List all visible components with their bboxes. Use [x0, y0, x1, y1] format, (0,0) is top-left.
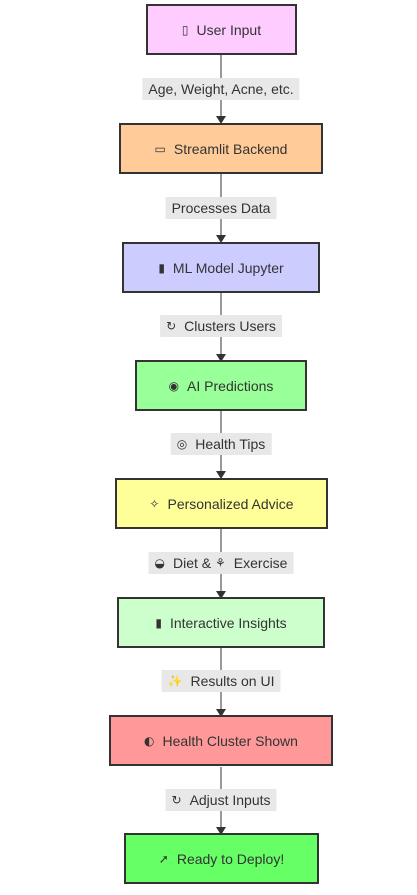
rocket-icon: ➚ — [158, 851, 169, 866]
edge-label-text: Diet & — [173, 555, 216, 571]
edge-label-7: ↻ Adjust Inputs — [165, 789, 277, 811]
edge-label-text: Health Tips — [195, 436, 266, 452]
edge-label-3: ↻ Clusters Users — [160, 315, 282, 337]
bar-chart-icon: ▮ — [155, 615, 162, 630]
edge-label-text: Results on UI — [190, 673, 275, 689]
node-ai-predictions: ◉ AI Predictions — [135, 360, 307, 411]
edge-label-text: Age, Weight, Acne, etc. — [148, 81, 294, 97]
edge-label-4: ◎ Health Tips — [170, 433, 272, 455]
edge-label-text: Clusters Users — [184, 318, 276, 334]
bar-chart-icon: ▮ — [158, 260, 165, 275]
node-personalized-advice: ✧ Personalized Advice — [115, 478, 328, 529]
node-label: Health Cluster Shown — [162, 732, 298, 749]
mobile-phone-icon: ▯ — [181, 22, 189, 37]
edge-label-1: Age, Weight, Acne, etc. — [142, 78, 300, 100]
node-health-cluster: ◐ Health Cluster Shown — [109, 715, 333, 766]
node-label: Personalized Advice — [167, 495, 294, 512]
node-streamlit-backend: ▭ Streamlit Backend — [119, 123, 323, 174]
node-interactive-insights: ▮ Interactive Insights — [117, 597, 325, 648]
node-ready-to-deploy: ➚ Ready to Deploy! — [124, 833, 319, 884]
edge-label-6: ✨ Results on UI — [161, 670, 281, 692]
edge-label-text: Adjust Inputs — [189, 792, 271, 808]
counterclockwise-arrows-icon: ↻ — [171, 793, 182, 807]
robot-icon: ◉ — [168, 378, 180, 393]
node-label: Ready to Deploy! — [176, 850, 285, 867]
lightbulb-icon: ✧ — [149, 496, 160, 511]
node-label: Streamlit Backend — [173, 140, 288, 157]
performing-arts-icon: ◐ — [144, 733, 155, 748]
weight-lifter-icon: ⚘ — [215, 556, 226, 570]
node-label: AI Predictions — [187, 377, 274, 394]
node-label: ML Model Jupyter — [172, 259, 284, 276]
direct-hit-target-icon: ◎ — [176, 437, 188, 451]
salad-bowl-icon: ◒ — [154, 556, 166, 570]
sparkles-icon: ✨ — [167, 674, 183, 688]
node-label: User Input — [196, 21, 262, 38]
node-label: Interactive Insights — [169, 614, 287, 631]
node-user-input: ▯ User Input — [146, 4, 297, 55]
edge-label-text: Processes Data — [171, 200, 271, 216]
node-ml-model: ▮ ML Model Jupyter — [122, 242, 320, 293]
counterclockwise-arrows-icon: ↻ — [166, 319, 177, 333]
edge-label-text-extra: Exercise — [233, 555, 288, 571]
desktop-computer-icon: ▭ — [154, 141, 166, 156]
edge-label-5: ◒ Diet & ⚘ Exercise — [148, 552, 294, 574]
edge-label-2: Processes Data — [165, 197, 277, 219]
